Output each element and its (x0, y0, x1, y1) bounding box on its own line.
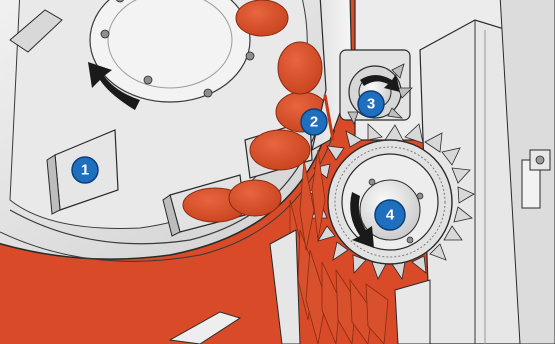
callout-1-label: 1 (81, 162, 89, 179)
callout-3: 3 (358, 91, 384, 117)
callout-3-label: 3 (367, 96, 375, 113)
callout-4: 4 (375, 200, 405, 230)
callout-1: 1 (72, 157, 98, 183)
callout-4-label: 4 (386, 207, 395, 224)
callout-2-label: 2 (310, 114, 318, 131)
callout-2: 2 (301, 109, 327, 135)
